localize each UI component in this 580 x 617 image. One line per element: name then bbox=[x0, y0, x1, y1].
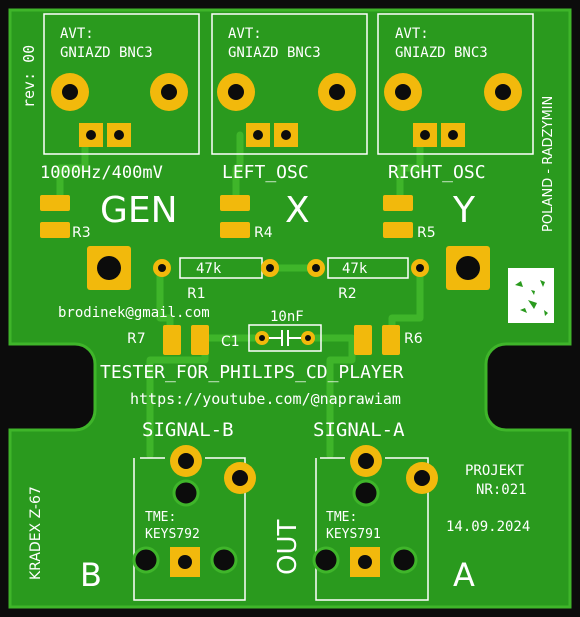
left-big: X bbox=[285, 190, 310, 231]
c1-ref: C1 bbox=[221, 334, 240, 350]
gen-gniazd: GNIAZD BNC3 bbox=[60, 45, 153, 61]
revision-label: rev: 00 bbox=[20, 45, 38, 108]
r1-ref: R1 bbox=[187, 286, 206, 302]
bnc-left-outline bbox=[211, 13, 368, 155]
logo-icon bbox=[508, 268, 554, 323]
board-url: https://youtube.com/@naprawiam bbox=[130, 390, 401, 408]
silk-outlines bbox=[43, 13, 534, 601]
left-avt: AVT: bbox=[228, 26, 262, 42]
left-caption: LEFT_OSC bbox=[222, 162, 309, 183]
r2-value: 47k bbox=[342, 261, 368, 277]
right-caption: RIGHT_OSC bbox=[388, 162, 486, 183]
sigb-part: KEYS792 bbox=[145, 527, 200, 542]
pads bbox=[40, 73, 522, 577]
side-text: POLAND - RADZYMIN bbox=[541, 96, 556, 232]
siga-tme: TME: bbox=[326, 510, 357, 525]
r4-ref: R4 bbox=[254, 225, 273, 241]
kradex-label: KRADEX Z-67 bbox=[28, 486, 44, 580]
right-gniazd: GNIAZD BNC3 bbox=[395, 45, 488, 61]
r7-ref: R7 bbox=[127, 331, 146, 347]
out-label: OUT bbox=[273, 520, 303, 575]
bnc-right-outline bbox=[377, 13, 534, 155]
sigb-caption: SIGNAL-B bbox=[142, 419, 234, 441]
c1-outline bbox=[248, 324, 322, 352]
right-big: Y bbox=[452, 190, 476, 231]
gen-big: GEN bbox=[100, 190, 178, 231]
sigb-tme: TME: bbox=[145, 510, 176, 525]
bnc-gen-outline bbox=[43, 13, 200, 155]
board-title: TESTER_FOR_PHILIPS_CD_PLAYER bbox=[100, 362, 404, 383]
project-label: PROJEKT bbox=[465, 463, 525, 479]
siga-caption: SIGNAL-A bbox=[313, 419, 405, 441]
r1-value: 47k bbox=[196, 261, 222, 277]
project-nr: NR:021 bbox=[476, 482, 527, 498]
r3-ref: R3 bbox=[72, 225, 91, 241]
gen-avt: AVT: bbox=[60, 26, 94, 42]
r2-body bbox=[327, 257, 409, 279]
sigb-big: B bbox=[80, 556, 102, 594]
sigb-outline bbox=[133, 457, 246, 601]
gen-caption: 1000Hz/400mV bbox=[40, 163, 163, 183]
c1-value: 10nF bbox=[270, 309, 304, 325]
r2-ref: R2 bbox=[338, 286, 357, 302]
siga-part: KEYS791 bbox=[326, 527, 381, 542]
siga-big: A bbox=[453, 556, 475, 594]
copper-traces bbox=[56, 131, 424, 459]
r6-ref: R6 bbox=[404, 331, 423, 347]
right-avt: AVT: bbox=[395, 26, 429, 42]
date-label: 14.09.2024 bbox=[446, 519, 530, 535]
left-gniazd: GNIAZD BNC3 bbox=[228, 45, 321, 61]
email-label: brodinek@gmail.com bbox=[58, 305, 210, 321]
r5-ref: R5 bbox=[417, 225, 436, 241]
capacitor-symbol-icon bbox=[269, 330, 301, 346]
